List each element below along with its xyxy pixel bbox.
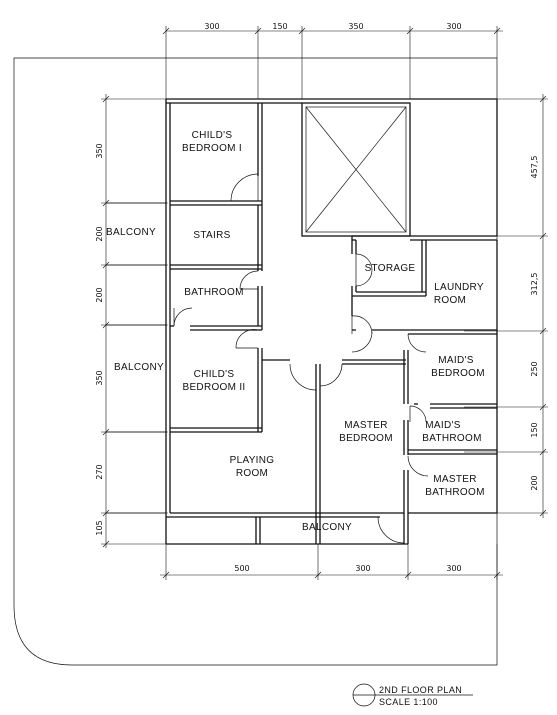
- bottom-dim-2: 300: [355, 564, 370, 573]
- right-dim-4: 150: [530, 422, 539, 437]
- maids-bathroom-label-line1: MAID'S: [425, 420, 460, 431]
- laundry-room-label-line2: ROOM: [434, 295, 466, 306]
- left-dim-4: 350: [95, 370, 104, 385]
- top-dim-2: 150: [272, 22, 287, 31]
- stairs-label: STAIRS: [193, 230, 230, 241]
- balcony-mid-label: BALCONY: [114, 362, 164, 373]
- childs-bedroom-1-label-line2: BEDROOM I: [182, 143, 242, 154]
- maids-bathroom-label-line2: BATHROOM: [422, 433, 481, 444]
- left-dim-6: 105: [95, 520, 104, 535]
- top-dim-3: 350: [348, 22, 363, 31]
- plan-scale: SCALE 1:100: [379, 697, 438, 707]
- laundry-room-label-line1: LAUNDRY: [434, 282, 484, 293]
- bathroom-label: BATHROOM: [184, 287, 243, 298]
- site-boundary: [13, 57, 498, 666]
- right-dim-3: 250: [530, 361, 539, 376]
- balcony-bottom-label: BALCONY: [302, 522, 352, 533]
- playing-room-label-line2: ROOM: [236, 468, 268, 479]
- left-dim-2: 200: [95, 226, 104, 241]
- master-bathroom-label-line1: MASTER: [433, 474, 476, 485]
- maids-bedroom-label-line2: BEDROOM: [431, 368, 485, 379]
- master-bedroom-label-line2: BEDROOM: [339, 433, 393, 444]
- childs-bedroom-1-label-line1: CHILD'S: [192, 130, 233, 141]
- left-dim-3: 200: [95, 287, 104, 302]
- top-dim-1: 300: [204, 22, 219, 31]
- maids-bedroom-label-line1: MAID'S: [438, 355, 473, 366]
- childs-bedroom-2-label-line1: CHILD'S: [194, 369, 235, 380]
- right-dim-5: 200: [530, 475, 539, 490]
- doors: [173, 173, 429, 544]
- title-block: [352, 683, 473, 707]
- top-dim-4: 300: [446, 22, 461, 31]
- right-dim-2: 312,5: [530, 273, 539, 296]
- playing-room-label-line1: PLAYING: [230, 455, 275, 466]
- walls: [106, 98, 498, 545]
- master-bedroom-label-line1: MASTER: [344, 420, 387, 431]
- top-dimension-line: [162, 26, 503, 99]
- right-dim-1: 457,5: [530, 156, 539, 179]
- bottom-dim-3: 300: [446, 564, 461, 573]
- bottom-dimension-line: [160, 544, 503, 580]
- balcony-top-label: BALCONY: [106, 227, 156, 238]
- left-dim-5: 270: [95, 464, 104, 479]
- left-dim-1: 350: [95, 143, 104, 158]
- left-dimension-line: [101, 94, 168, 548]
- plan-title: 2ND FLOOR PLAN: [379, 685, 462, 695]
- childs-bedroom-2-label-line2: BEDROOM II: [182, 382, 245, 393]
- storage-label: STORAGE: [365, 263, 416, 274]
- bottom-dim-1: 500: [234, 564, 249, 573]
- master-bathroom-label-line2: BATHROOM: [425, 487, 484, 498]
